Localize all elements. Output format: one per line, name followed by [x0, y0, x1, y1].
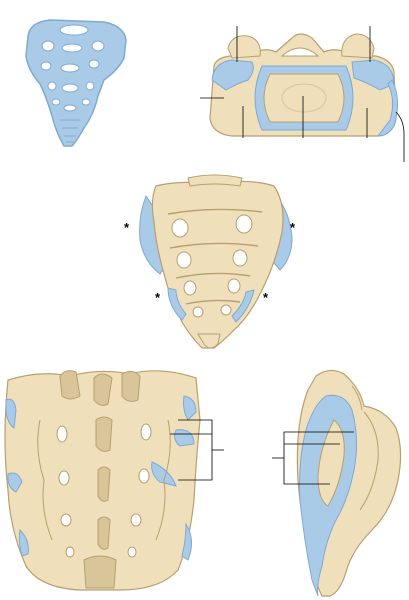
schematic-foramen	[41, 40, 55, 52]
sacral-promontory	[187, 174, 243, 187]
anterior-sacrum-outline	[151, 180, 284, 349]
posterior-processes	[59, 370, 141, 589]
schematic-sacrum-outline	[25, 19, 127, 147]
posterior-sacral-foramina	[56, 423, 152, 558]
anterior-sacral-foramina	[171, 214, 253, 318]
posterior-cartilage-patches	[5, 395, 197, 561]
sacrum-anterior-view: * * * *	[124, 174, 296, 349]
schematic-foramen	[61, 83, 79, 93]
asterisk-right-upper: *	[290, 220, 296, 235]
schematic-foramen	[81, 98, 91, 106]
leader-lines-superior	[200, 26, 405, 162]
schematic-foramen	[91, 40, 105, 52]
schematic-foramen	[59, 24, 89, 36]
sacrum-lateral-view	[272, 369, 402, 597]
asterisk-left-lower: *	[155, 290, 161, 305]
asterisk-right-lower: *	[263, 290, 269, 305]
asterisk-left-upper: *	[124, 220, 130, 235]
superior-articular-process-left	[227, 35, 261, 59]
leader-lines-posterior	[170, 419, 224, 481]
articular-cartilage-right	[351, 59, 395, 91]
schematic-sacrum	[25, 19, 127, 147]
schematic-foramen	[88, 59, 100, 69]
schematic-foramen	[40, 61, 52, 71]
vertebral-body-surface	[263, 73, 345, 123]
schematic-foramen	[47, 81, 57, 91]
schematic-foramen	[51, 98, 61, 106]
sacral-canal-opening	[280, 47, 320, 57]
sacral-base-superior-view	[200, 26, 405, 162]
schematic-foramen	[85, 81, 95, 91]
schematic-foramen	[60, 63, 80, 73]
ala-right-edge-cartilage	[376, 79, 398, 137]
leader-lines-lateral	[272, 431, 354, 485]
sacrum-posterior-view	[4, 370, 224, 591]
schematic-foramen	[63, 104, 77, 112]
coccyx-anterior	[197, 333, 221, 349]
schematic-foramen	[61, 43, 83, 53]
lateral-bone-inner	[317, 419, 345, 507]
superior-articular-process-right	[341, 33, 375, 59]
nucleus-area	[281, 83, 327, 113]
transverse-ridges	[167, 208, 263, 305]
articular-cartilage-left	[211, 59, 254, 91]
lower-lateral-cartilage-left	[167, 287, 187, 321]
lower-lateral-cartilage-right	[231, 289, 255, 323]
